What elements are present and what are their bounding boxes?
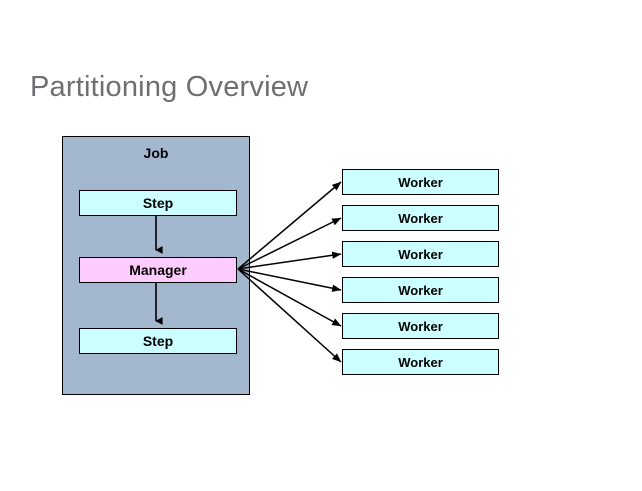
worker-box-5[interactable]: Worker: [342, 313, 499, 339]
job-label: Job: [143, 145, 169, 161]
page-title: Partitioning Overview: [30, 71, 309, 103]
connector-manager-to-worker-1: [237, 181, 342, 270]
connector-manager-to-worker-2: [237, 217, 342, 270]
worker-box-2[interactable]: Worker: [342, 205, 499, 231]
worker-box-1[interactable]: Worker: [342, 169, 499, 195]
connector-manager-to-worker-6: [237, 268, 342, 363]
connector-manager-to-worker-4: [237, 268, 342, 292]
job-container[interactable]: Job Step Manager Step: [62, 136, 250, 395]
connector-manager-to-worker-3: [237, 251, 342, 270]
worker-box-4[interactable]: Worker: [342, 277, 499, 303]
worker-box-3[interactable]: Worker: [342, 241, 499, 267]
worker-box-6[interactable]: Worker: [342, 349, 499, 375]
step-box-bottom[interactable]: Step: [79, 328, 237, 354]
manager-box[interactable]: Manager: [79, 257, 237, 283]
step-box-top[interactable]: Step: [79, 190, 237, 216]
connector-manager-to-worker-5: [237, 268, 342, 327]
